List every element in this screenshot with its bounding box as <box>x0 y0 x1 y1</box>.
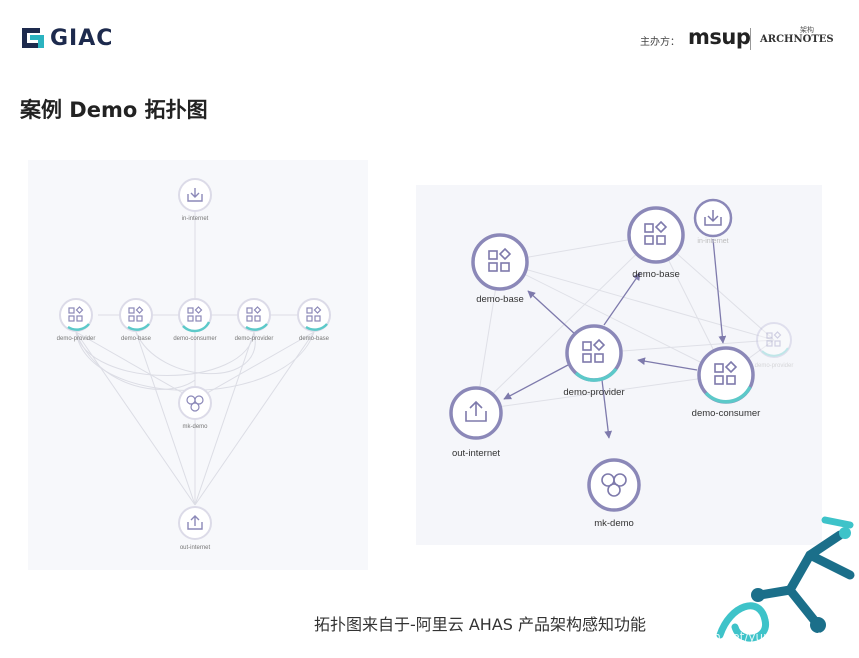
left-node-mk-demo[interactable]: mk-demo <box>178 386 212 430</box>
left-topology-diagram: in-internet demo-provider demo-base demo… <box>57 178 331 551</box>
left-node-out-internet[interactable]: out-internet <box>178 506 212 551</box>
apps-icon <box>68 306 84 322</box>
left-node-demo-base-1[interactable]: demo-base <box>119 298 153 342</box>
right-node-demo-base-b[interactable]: demo-base <box>627 206 685 280</box>
right-node-out-internet[interactable]: out-internet <box>449 386 503 459</box>
archnotes-logo: ARCHNOTES <box>760 34 834 45</box>
right-node-mk-demo[interactable]: mk-demo <box>587 458 641 529</box>
giac-logo-mark <box>22 28 44 48</box>
upload-icon <box>187 515 203 530</box>
node-label: demo-base <box>632 269 680 280</box>
giac-logo <box>18 24 128 52</box>
download-icon <box>187 188 203 202</box>
download-icon <box>704 210 722 226</box>
apps-icon <box>246 306 262 322</box>
node-label: out-internet <box>180 545 211 551</box>
node-label: mk-demo <box>594 518 634 529</box>
node-label: demo-consumer <box>692 408 761 419</box>
left-node-in-internet[interactable]: in-internet <box>178 178 212 222</box>
hexagon-cluster-icon <box>601 473 627 497</box>
sponsor-label: 主办方： <box>640 37 680 48</box>
decorative-network-graphic <box>700 515 859 653</box>
left-node-demo-consumer[interactable]: demo-consumer <box>173 298 217 342</box>
node-label: demo-base <box>299 336 330 342</box>
left-edges <box>75 212 315 506</box>
right-node-demo-provider[interactable]: demo-provider <box>563 324 625 398</box>
apps-icon <box>644 220 668 245</box>
right-edges-directed <box>503 238 727 439</box>
msup-logo: msup <box>688 25 751 49</box>
left-node-demo-provider-1[interactable]: demo-provider <box>57 298 96 342</box>
apps-icon <box>766 331 782 347</box>
node-label: demo-base <box>476 294 524 305</box>
node-label: demo-provider <box>57 336 96 342</box>
apps-icon <box>488 247 512 272</box>
giac-logo-text: GIAC <box>50 26 114 51</box>
slide-caption: 拓扑图来自于-阿里云 AHAS 产品架构感知功能 <box>313 615 647 634</box>
apps-icon <box>582 338 606 363</box>
node-label: demo-consumer <box>173 336 216 342</box>
node-label: demo-provider <box>755 363 794 369</box>
node-label: demo-provider <box>235 336 274 342</box>
node-label: mk-demo <box>182 424 208 430</box>
apps-icon <box>714 360 738 385</box>
right-node-demo-consumer[interactable]: demo-consumer <box>692 346 761 419</box>
watermark: https://blog.csdn.net/yunqiinsight <box>620 630 823 644</box>
hexagon-cluster-icon <box>186 395 204 412</box>
apps-icon <box>128 306 144 322</box>
right-topology-diagram: demo-base demo-base in-internet demo-pro… <box>449 198 794 529</box>
right-node-demo-base-a[interactable]: demo-base <box>471 233 529 305</box>
right-node-in-internet[interactable]: in-internet <box>693 198 733 245</box>
node-label: in-internet <box>697 238 728 245</box>
node-label: in-internet <box>182 216 209 222</box>
left-topology-panel: in-internet demo-provider demo-base demo… <box>28 160 368 570</box>
archnotes-small-label: 架构 <box>800 26 814 34</box>
right-node-faded[interactable]: demo-provider <box>755 322 794 369</box>
page-title: 案例 Demo 拓扑图 <box>20 98 208 122</box>
left-node-demo-base-2[interactable]: demo-base <box>297 298 331 342</box>
left-node-demo-provider-2[interactable]: demo-provider <box>235 298 274 342</box>
node-label: demo-base <box>121 336 152 342</box>
node-label: demo-provider <box>563 387 624 398</box>
apps-icon <box>306 306 322 322</box>
node-label: out-internet <box>452 448 500 459</box>
sponsor-divider <box>750 28 751 50</box>
right-topology-panel: demo-base demo-base in-internet demo-pro… <box>416 185 822 545</box>
upload-icon <box>465 400 487 422</box>
apps-icon <box>187 306 203 322</box>
